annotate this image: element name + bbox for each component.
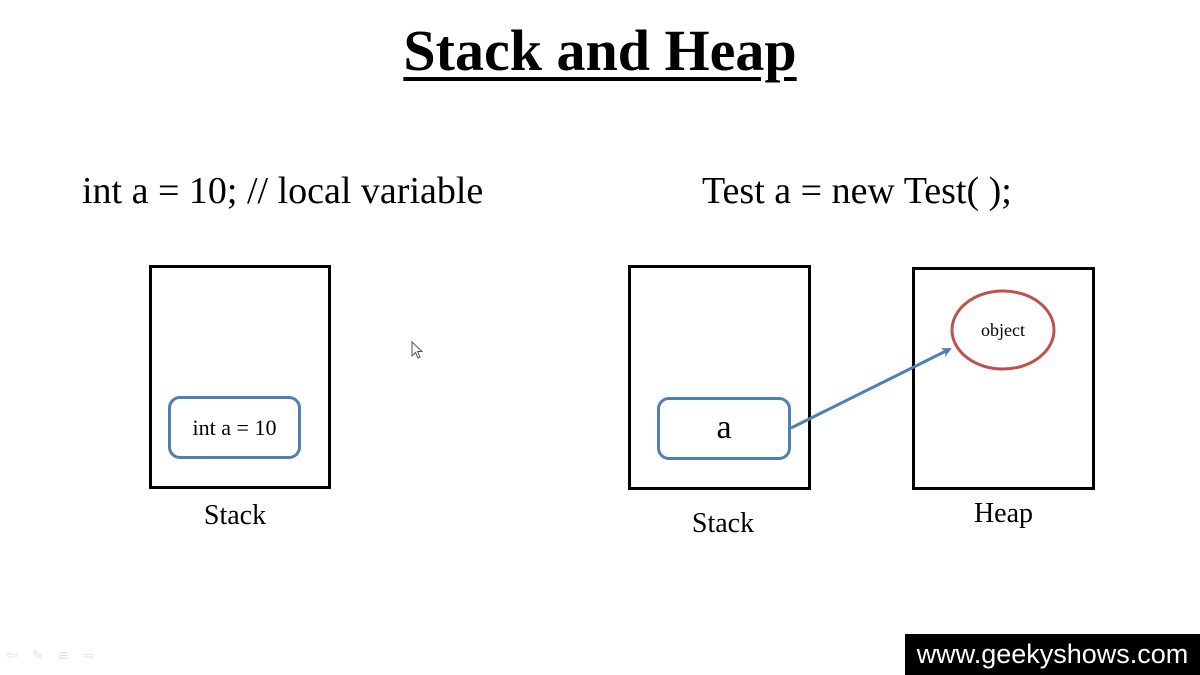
heap-label: Heap xyxy=(973,498,1034,529)
right-stack-variable: a xyxy=(657,397,791,460)
left-code-line: int a = 10; // local variable xyxy=(82,170,484,212)
watermark-badge: www.geekyshows.com xyxy=(905,634,1200,675)
next-icon[interactable]: ⇨ xyxy=(83,648,95,664)
right-stack-label: Stack xyxy=(691,508,755,539)
left-stack-label: Stack xyxy=(203,500,267,531)
previous-icon[interactable]: ⇦ xyxy=(6,648,18,664)
right-stack-variable-text: a xyxy=(716,408,732,446)
mouse-cursor-icon xyxy=(411,341,424,359)
pen-icon[interactable]: ✎ xyxy=(31,648,44,664)
left-stack-variable-text: int a = 10 xyxy=(192,414,277,440)
left-stack-variable: int a = 10 xyxy=(168,396,301,459)
slide-title-text: Stack and Heap xyxy=(403,18,797,83)
heap-object-text: object xyxy=(981,320,1025,340)
right-code-line: Test a = new Test( ); xyxy=(702,170,1012,212)
slideshow-controls: ⇦ ✎ ≡ ⇨ xyxy=(6,648,95,664)
heap-box xyxy=(912,267,1095,490)
menu-icon[interactable]: ≡ xyxy=(57,648,70,664)
slide-title: Stack and Heap xyxy=(0,22,1200,80)
